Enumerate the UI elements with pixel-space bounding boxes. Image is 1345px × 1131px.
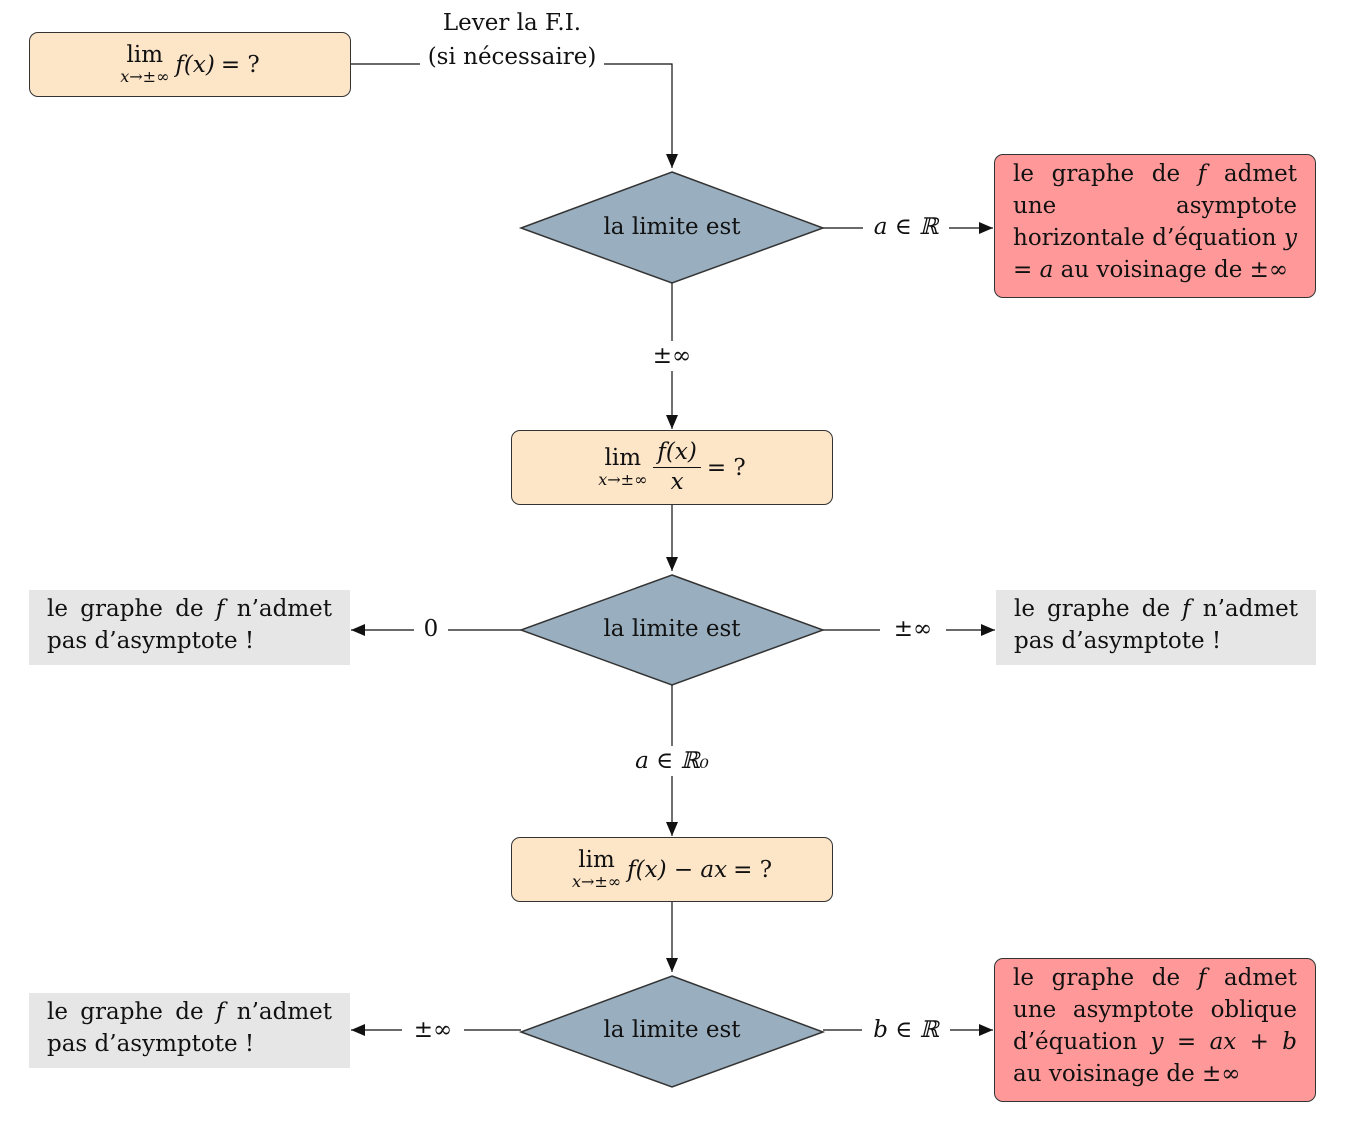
result-o-text2: admet une asymptote oblique d’équation: [1013, 965, 1297, 1055]
lim-word: lim: [126, 42, 164, 68]
result-h-text3: au voisinage de ±∞: [1053, 257, 1289, 283]
start-expression: f(x): [175, 51, 215, 78]
decision3-right-value: b ∈ ℝ: [873, 1017, 939, 1043]
result-horizontal-asymptote: le graphe de f admet une asymptote horiz…: [994, 154, 1316, 298]
decision1-text: la limite est: [603, 214, 741, 240]
lim-subscript: x→±∞: [598, 470, 648, 489]
step3-expression: f(x) − ax: [627, 856, 728, 883]
note-l2-f: f: [215, 999, 225, 1025]
note-l2-text2: n’admet pas d’asymptote !: [47, 999, 332, 1057]
fi-label: Lever la F.I. (si nécessaire): [420, 6, 604, 74]
edge-start-to-decision1: [350, 63, 678, 168]
lim-subscript: x→±∞: [120, 67, 170, 86]
decision2-right-label: ±∞: [880, 614, 946, 644]
lim-word: lim: [578, 847, 615, 873]
note-l1-text1: le graphe de: [47, 596, 216, 622]
note-l2-text1: le graphe de: [47, 999, 216, 1025]
fraction-numerator: f(x): [653, 439, 701, 468]
result-o-text1: le graphe de: [1013, 965, 1198, 991]
result-o-text3: au voisinage de ±∞: [1013, 1061, 1241, 1087]
start-equals: = ?: [220, 51, 260, 78]
lim-subscript: x→±∞: [571, 872, 622, 891]
result-oblique-asymptote: le graphe de f admet une asymptote obliq…: [994, 958, 1316, 1102]
result-h-f: f: [1197, 161, 1207, 187]
note-l1-f: f: [215, 596, 225, 622]
result-h-equation: y = a: [1013, 225, 1297, 283]
decision1-right-label: a ∈ ℝ: [863, 212, 949, 242]
note-r-text2: n’admet pas d’asymptote !: [1014, 596, 1298, 654]
decision2-left-label: 0: [414, 614, 448, 644]
note-r-f: f: [1182, 596, 1191, 622]
note-r-text1: le graphe de: [1014, 596, 1183, 622]
fraction-denominator: x: [670, 469, 684, 495]
lim-word: lim: [604, 445, 642, 471]
result-o-f: f: [1197, 965, 1207, 991]
decision2-text: la limite est: [603, 616, 741, 642]
note-l1-text2: n’admet pas d’asymptote !: [47, 596, 332, 654]
decision2-down-label: a ∈ ℝ₀: [624, 746, 720, 776]
decision3-left-label: ±∞: [402, 1015, 464, 1045]
decision1-down-label: ±∞: [640, 341, 704, 371]
result-h-text1: le graphe de: [1013, 161, 1198, 187]
result-h-text2: admet une asymptote horizontale d’équati…: [1013, 161, 1297, 251]
fi-label-line2: (si nécessaire): [427, 44, 597, 70]
decision3-right-label: b ∈ ℝ: [862, 1015, 950, 1045]
decision3-text: la limite est: [603, 1017, 741, 1043]
no-asymptote-right: le graphe de f n’admet pas d’asymptote !: [996, 590, 1316, 665]
decision3-diamond: [518, 975, 826, 1088]
no-asymptote-left-2: le graphe de f n’admet pas d’asymptote !: [29, 993, 350, 1068]
step2-equals: = ?: [706, 454, 746, 481]
no-asymptote-left-1: le graphe de f n’admet pas d’asymptote !: [29, 590, 350, 665]
result-o-equation: y = ax + b: [1150, 1029, 1298, 1055]
fi-label-line1: Lever la F.I.: [442, 10, 582, 36]
decision2-down-value: a ∈ ℝ₀: [635, 748, 709, 774]
decision1-right-value: a ∈ ℝ: [873, 214, 939, 240]
step3-equals: = ?: [733, 856, 773, 883]
